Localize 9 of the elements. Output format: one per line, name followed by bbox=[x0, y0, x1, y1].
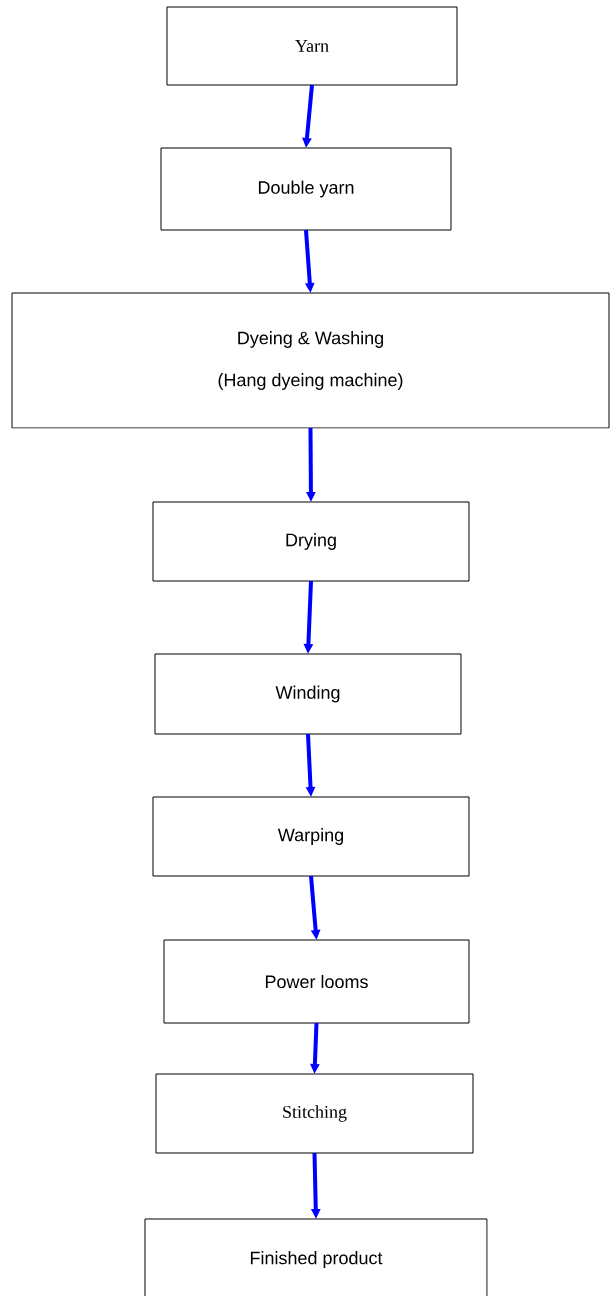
process-box: Stitching bbox=[155, 1073, 474, 1154]
process-box: Dyeing & Washing (Hang dyeing machine) bbox=[11, 292, 610, 429]
process-box: Winding bbox=[154, 653, 462, 735]
process-box: Finished product bbox=[144, 1218, 488, 1296]
process-box: Warping bbox=[152, 796, 470, 877]
process-box: Double yarn bbox=[160, 147, 452, 231]
process-box: Drying bbox=[152, 501, 470, 582]
process-box: Yarn bbox=[166, 6, 458, 86]
process-box: Power looms bbox=[163, 939, 470, 1024]
